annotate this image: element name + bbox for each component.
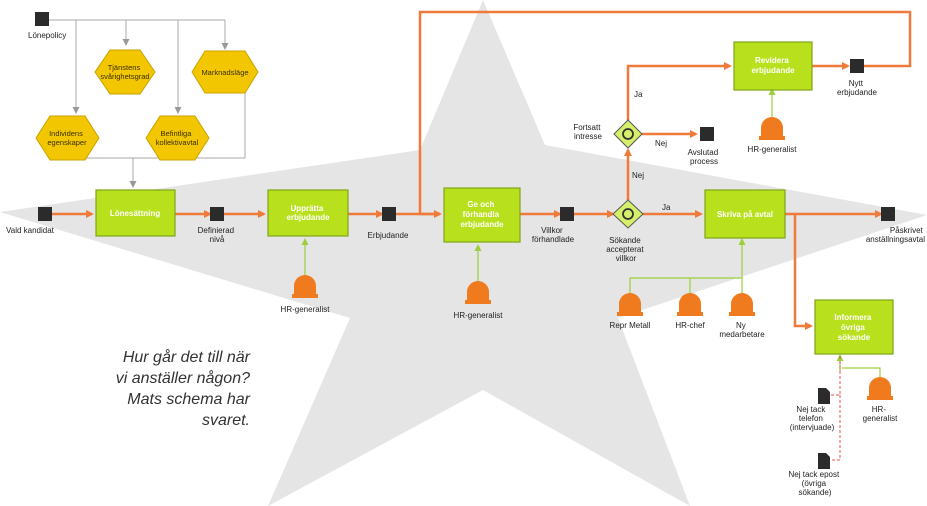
box-label-upprätta: Upprätta erbjudande [286,204,330,222]
data-lonepolicy [35,12,49,26]
data-erbjudande [382,207,396,221]
box-upprätta [267,189,349,237]
actor-hrchef [679,293,701,312]
hex-label-marknadslage: Marknadsläge [201,68,248,77]
hex-label-befintliga: Befintliga kollektivavtal [156,129,199,147]
actor-hr2 [467,281,489,300]
label-paskrivet: Påskrivet anställningsavtal [866,226,925,244]
actor-hr1 [294,275,316,294]
caption-line-3: Mats schema har [127,391,250,408]
actor-hr4 [869,377,891,396]
hex-tjansters [94,49,156,95]
label-lonepolicy: Lönepolicy [28,31,66,40]
box-label-skriva: Skriva på avtal [717,210,773,219]
box-label-lonesattning: Lönesättning [110,209,160,218]
label-actor-hrchef: HR-chef [675,321,705,330]
data-definierad [210,207,224,221]
hex-label-individens: Individens egenskaper [47,129,87,147]
actor-repr [619,293,641,312]
hex-label-tjansters: Tjänstens svårighetsgrad [100,63,149,81]
caption: Hur går det till när vi anställer någon?… [60,347,250,431]
box-ge-forhandla [443,187,521,243]
gateway-sokande [612,199,644,229]
label-actor-hr4: HR- generalist [863,405,898,423]
label-definierad: Definierad nivå [198,226,237,244]
label-avslutad: Avslutad process [688,148,721,166]
hex-marknadslage [191,50,259,94]
output-lines [828,356,841,461]
label-erbjudande: Erbjudande [368,231,409,240]
label-actor-hr2: HR-generalist [454,311,504,320]
data-avslutad [700,127,714,141]
label-actor-hr1: HR-generalist [281,305,331,314]
box-lonesattning [95,189,176,237]
box-label-ge-forhandla: Ge och förhandla erbjudande [460,200,504,229]
label-vald-kandidat: Vald kandidat [6,226,55,235]
label-ja-right: Ja [662,203,671,212]
label-ja-top: Ja [634,90,643,99]
label-nej-down: Nej [632,171,644,180]
label-actor-repr: Repr Metall [610,321,651,330]
label-villkor: Villkor förhandlade [532,226,575,244]
label-sokande: Sökande accepterat villkor [606,236,646,263]
box-informera [814,299,894,355]
label-nej-tack-telefon: Nej tack telefon (intervjuade) [790,405,835,432]
actor-hr3 [761,117,783,136]
data-villkor [560,207,574,221]
actors [292,117,893,400]
hex-individens [35,115,100,161]
data-nej-tack-epost-icon [818,453,830,469]
label-fortsatt: Fortsatt intresse [573,123,602,141]
label-nej-tack-epost: Nej tack epost (övriga sökande) [789,470,842,497]
actor-ny [731,293,753,312]
data-nej-tack-telefon-icon [818,388,830,404]
gateway-fortsatt [613,119,643,149]
caption-line-1: Hur går det till när [122,349,250,366]
data-objects [35,12,895,469]
gateways [612,119,644,229]
process-boxes [95,41,894,355]
box-label-revidera: Revidera erbjudande [751,56,795,75]
influence-lines [44,19,246,188]
data-vald-kandidat [38,207,52,221]
data-nytt [850,59,864,73]
box-skriva [704,189,786,239]
label-nytt: Nytt erbjudande [837,79,878,97]
label-nej-right: Nej [655,139,667,148]
box-label-informera: Informera övriga sökande [834,313,873,342]
hex-befintliga [145,115,210,161]
hexagons [35,49,259,161]
box-revidera [733,41,813,91]
caption-line-2: vi anställer någon? [115,370,250,387]
caption-line-4: svaret. [201,412,250,429]
data-paskrivet [881,207,895,221]
label-actor-hr3: HR-generalist [748,145,798,154]
label-actor-ny: Ny medarbetare [719,321,765,339]
main-flow [52,10,912,330]
